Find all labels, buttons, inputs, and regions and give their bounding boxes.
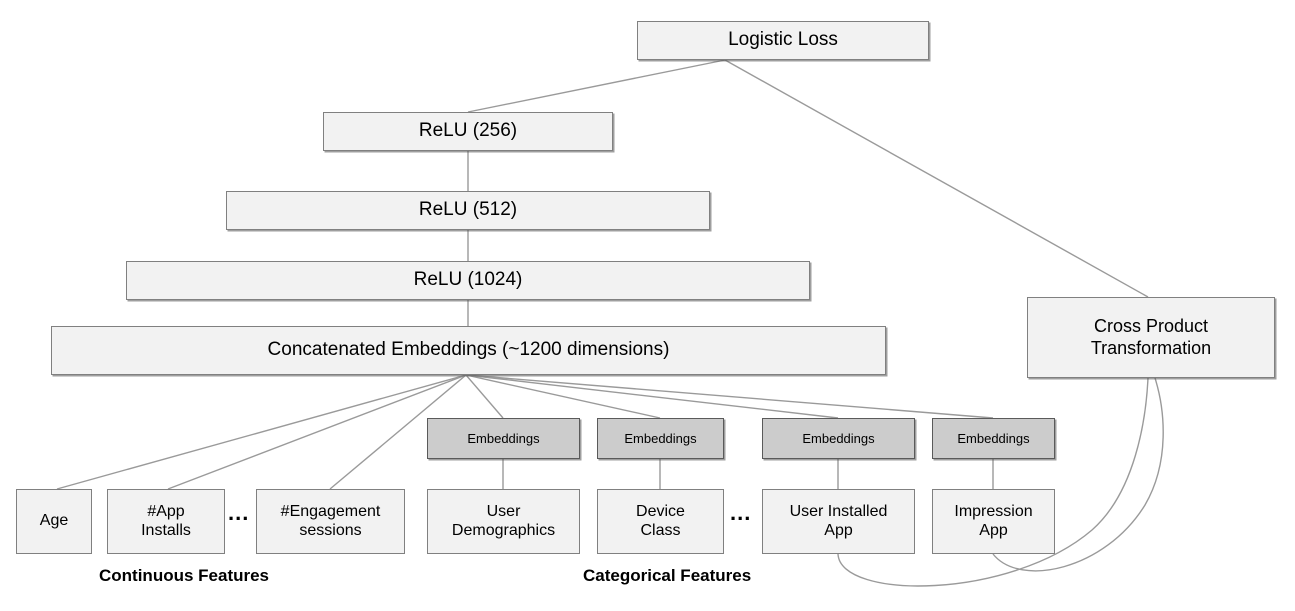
edge-concat-to-app-installs [167,374,467,490]
node-feature-app-installs-line2: Installs [141,521,191,539]
node-feature-engagement-line1: #Engagement [280,502,381,520]
node-embeddings-1-label: Embeddings [467,430,540,446]
node-feature-app-installs[interactable]: #App Installs [107,489,225,554]
node-feature-impression-app-line1: Impression [954,502,1033,520]
ellipsis-categorical: ... [730,500,751,526]
group-label-categorical-text: Categorical Features [583,566,752,585]
node-feature-age-label: Age [39,512,69,530]
ellipsis-categorical-text: ... [730,500,752,525]
node-concatenated-embeddings-label: Concatenated Embeddings (~1200 dimension… [267,339,670,361]
node-feature-engagement-sessions[interactable]: #Engagement sessions [256,489,405,554]
node-feature-impression-app[interactable]: Impression App [932,489,1055,554]
node-feature-user-installed-app[interactable]: User Installed App [762,489,915,554]
node-feature-device-class-line2: Class [640,521,681,539]
edge-loss-to-relu256 [467,59,726,113]
node-feature-user-demographics[interactable]: User Demographics [427,489,580,554]
node-feature-app-installs-line1: #App [147,502,185,520]
edge-concat-to-embeddings-2 [465,374,661,419]
node-feature-user-demographics-line2: Demographics [451,521,556,539]
node-feature-user-installed-app-line2: App [824,521,853,539]
node-embeddings-3[interactable]: Embeddings [762,418,915,459]
node-embeddings-4[interactable]: Embeddings [932,418,1055,459]
node-embeddings-3-label: Embeddings [802,430,875,446]
node-embeddings-1[interactable]: Embeddings [427,418,580,459]
node-feature-user-installed-app-line1: User Installed [789,502,888,520]
node-logistic-loss[interactable]: Logistic Loss [637,21,929,60]
ellipsis-continuous: ... [228,500,249,526]
node-relu-512[interactable]: ReLU (512) [226,191,710,230]
edge-concat-to-embeddings-1 [465,374,504,419]
node-feature-device-class-line1: Device [636,502,685,520]
node-feature-user-demographics-line1: User [486,502,521,520]
node-feature-engagement-line2: sessions [299,521,362,539]
node-relu-1024[interactable]: ReLU (1024) [126,261,810,300]
edge-user-installed-app-to-crossproduct [837,377,1149,587]
node-concatenated-embeddings[interactable]: Concatenated Embeddings (~1200 dimension… [51,326,886,375]
edge-concat-to-embeddings-3 [465,374,839,419]
node-embeddings-2[interactable]: Embeddings [597,418,724,459]
node-feature-age[interactable]: Age [16,489,92,554]
group-label-continuous-features: Continuous Features [99,566,269,586]
ellipsis-continuous-text: ... [228,500,250,525]
edge-concat-to-age [56,374,467,490]
node-embeddings-4-label: Embeddings [957,430,1030,446]
node-cross-product-line2: Transformation [1090,337,1212,358]
node-cross-product-line1: Cross Product [1093,316,1209,337]
node-relu-512-label: ReLU (512) [418,199,518,221]
group-label-categorical-features: Categorical Features [583,566,751,586]
group-label-continuous-text: Continuous Features [99,566,270,585]
node-relu-256[interactable]: ReLU (256) [323,112,613,151]
node-relu-1024-label: ReLU (1024) [413,269,523,291]
node-relu-256-label: ReLU (256) [418,120,518,142]
edge-concat-to-embeddings-4 [465,374,994,419]
node-logistic-loss-label: Logistic Loss [728,29,838,51]
node-feature-impression-app-line2: App [979,521,1008,539]
node-embeddings-2-label: Embeddings [624,430,697,446]
node-cross-product-transformation[interactable]: Cross Product Transformation [1027,297,1275,378]
node-feature-device-class[interactable]: Device Class [597,489,724,554]
